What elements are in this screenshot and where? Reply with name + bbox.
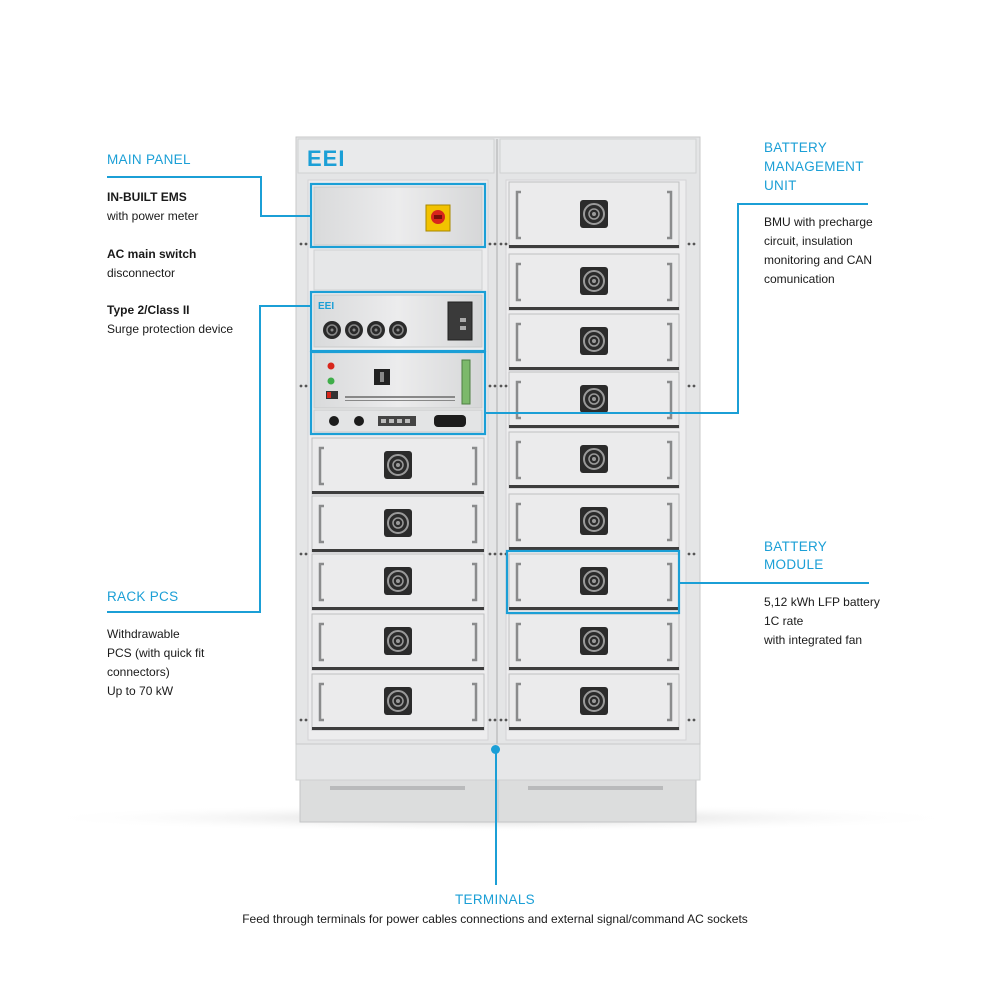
battery-modules [508,181,680,731]
bmu-title-1: BATTERY [764,140,828,155]
ac-switch-head: AC main switch [107,247,197,261]
bmu-line-4: comunication [764,272,835,286]
leader-main-panel [107,176,262,178]
ac-switch-desc: disconnector [107,266,176,280]
terminals-title: TERMINALS [455,892,535,907]
pcs-module-5 [311,673,485,731]
bmu-line-3: monitoring and CAN [764,253,873,267]
battery-module-9 [508,673,680,731]
ems-panel [313,186,483,246]
leader-bmu-v [737,203,739,413]
ems-head: IN-BUILT EMS [107,190,187,204]
left-top-panel [297,138,495,174]
leader-bmu-h2 [485,412,739,414]
leader-rack-pcs-v [259,305,261,612]
battery-module-4 [508,371,680,429]
rack-pcs-line-4: Up to 70 kW [107,684,174,698]
spd-logo: EEI [318,301,334,312]
terminals-desc: Feed through terminals for power cables … [242,912,748,926]
rack-pcs-line-3: connectors) [107,665,170,679]
pcs-module-2 [311,495,485,553]
leader-main-panel-v [260,176,262,216]
battery-module-1 [508,181,680,249]
bmu-title-3: UNIT [764,178,797,193]
battery-module-title-1: BATTERY [764,539,828,554]
ems-desc: with power meter [107,209,199,223]
bmu-line-2: circuit, insulation [764,234,853,248]
battery-module-line-1: 5,12 kWh LFP battery [764,595,880,609]
bmu-title-2: MANAGEMENT [764,159,864,174]
leader-rack-pcs-top [259,305,312,307]
leader-battery-module [679,582,869,584]
bmu-line-1: BMU with precharge [764,215,873,229]
rack-pcs-line-1: Withdrawable [107,627,180,641]
pcs-module-4 [311,613,485,671]
leader-terminals [495,750,497,885]
battery-module-line-3: with integrated fan [764,633,863,647]
terminals-marker [491,745,500,754]
battery-module-5 [508,431,680,489]
eei-logo: EEI [307,146,345,171]
spd-fans [323,321,407,339]
battery-module-8 [508,613,680,671]
bmu-panel [313,351,483,409]
battery-module-title-2: MODULE [764,557,824,572]
pcs-module-3 [311,553,485,611]
battery-module-line-2: 1C rate [764,614,804,628]
battery-module-6 [508,493,680,551]
spd-desc: Surge protection device [107,322,234,336]
leader-main-panel-h2 [260,215,312,217]
rack-pcs-title: RACK PCS [107,589,179,604]
spd-head: Type 2/Class II [107,303,190,317]
highlight-bmu [309,350,487,436]
main-panel-title: MAIN PANEL [107,152,191,167]
battery-module-7 [508,553,680,611]
pcs-module-1 [311,437,485,495]
leader-rack-pcs-bottom [107,611,261,613]
right-top-panel [499,138,697,174]
leader-bmu-h [737,203,868,205]
rack-pcs-line-2: PCS (with quick fit [107,646,205,660]
battery-module-3 [508,313,680,371]
ac-main-switch [425,204,451,232]
battery-module-2 [508,253,680,311]
rack-pcs-modules [311,437,485,731]
